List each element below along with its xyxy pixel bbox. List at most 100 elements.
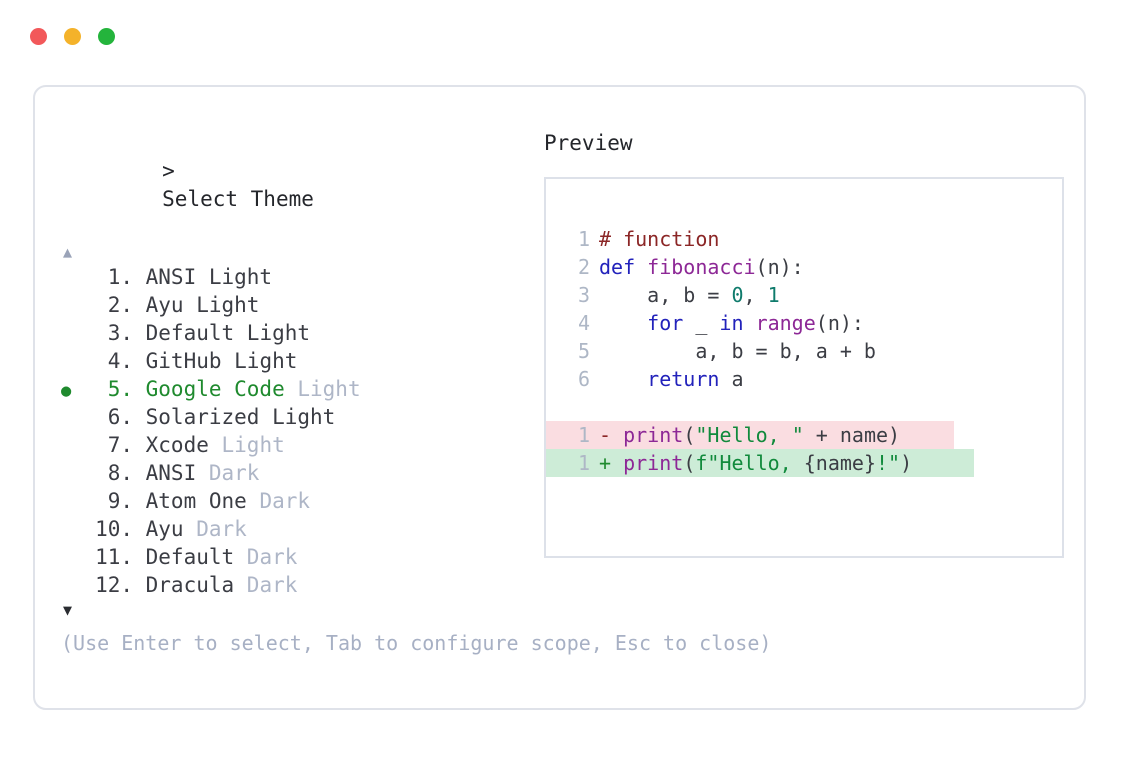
code-token: ( — [683, 451, 696, 475]
code-block: 1 # function 2 def fibonacci(n): 3 a, b = 0,… — [546, 225, 1062, 393]
theme-item-variant: Light — [208, 265, 273, 289]
diff-row-highlight — [546, 421, 954, 449]
prompt-caret-icon: > — [162, 159, 175, 183]
theme-item-name: Google Code — [133, 377, 298, 401]
code-token: in — [719, 311, 744, 335]
theme-item-index: 2. — [107, 293, 133, 317]
diff-line-text: + print(f"Hello, {name}!") — [599, 449, 912, 477]
bullet-placeholder — [61, 489, 87, 517]
code-token — [599, 311, 647, 335]
theme-item-variant: Light — [234, 349, 298, 373]
bullet-placeholder — [61, 545, 87, 573]
bullet-placeholder — [61, 573, 87, 601]
theme-picker-card: > Select Theme ▲ 1. ANSI Light 2. Ayu Li… — [33, 85, 1086, 710]
window-controls — [30, 28, 115, 45]
code-token: range — [755, 311, 816, 335]
theme-item-index: 8. — [107, 461, 133, 485]
theme-list-item[interactable]: 1. ANSI Light — [61, 263, 531, 291]
code-line: 4 for _ in range(n): — [546, 309, 1062, 337]
theme-item-variant: Light — [297, 377, 361, 401]
theme-item-name: GitHub — [133, 349, 235, 373]
close-button[interactable] — [30, 28, 47, 45]
code-token: a, b = — [599, 283, 732, 307]
theme-item-variant: Dark — [246, 545, 298, 569]
line-number: 3 — [577, 283, 590, 307]
theme-selector-panel: > Select Theme ▲ 1. ANSI Light 2. Ayu Li… — [61, 129, 531, 621]
line-number: 4 — [577, 311, 590, 335]
bullet-placeholder — [61, 405, 87, 433]
line-number: 2 — [577, 255, 590, 279]
theme-list-item[interactable]: 4. GitHub Light — [61, 347, 531, 375]
prompt-header: > Select Theme — [61, 129, 531, 241]
theme-list-item[interactable]: 6. Solarized Light — [61, 403, 531, 431]
theme-item-index: 1. — [107, 265, 133, 289]
diff-row-highlight — [546, 449, 974, 477]
theme-item-variant: Dark — [259, 489, 311, 513]
theme-item-name: ANSI — [133, 265, 209, 289]
diff-line-del: 1- print("Hello, " + name) — [546, 421, 1062, 449]
scroll-up-icon[interactable]: ▲ — [63, 243, 73, 261]
code-token: _ — [683, 311, 720, 335]
theme-item-name: ANSI — [133, 461, 209, 485]
line-number: 1 — [577, 423, 590, 447]
theme-item-variant: Light — [221, 433, 285, 457]
theme-list-item[interactable]: 2. Ayu Light — [61, 291, 531, 319]
code-token: (n): — [815, 311, 864, 335]
page-title: Select Theme — [162, 187, 314, 211]
theme-item-index: 4. — [107, 349, 133, 373]
code-token: # function — [599, 227, 720, 251]
theme-item-index: 9. — [107, 489, 133, 513]
diff-sign: + — [599, 451, 624, 475]
diff-line-add: 1 + print(f"Hello, {name}!") — [546, 449, 1062, 477]
code-token: 1 — [767, 283, 780, 307]
code-token: + name) — [803, 423, 901, 447]
code-line-text: a, b = b, a + b — [599, 337, 876, 365]
theme-item-variant: Dark — [208, 461, 260, 485]
bullet-placeholder — [61, 461, 87, 489]
maximize-button[interactable] — [98, 28, 115, 45]
theme-item-name: Ayu — [133, 293, 197, 317]
diff-sign: - — [599, 423, 624, 447]
code-token: (n): — [755, 255, 804, 279]
theme-list-item[interactable]: 11. Default Dark — [61, 543, 531, 571]
code-token: for — [647, 311, 684, 335]
code-token: "Hello, " — [695, 423, 804, 447]
code-token: fibonacci — [647, 255, 756, 279]
code-line-text: a, b = 0, 1 — [599, 281, 780, 309]
code-token: !" — [875, 451, 901, 475]
theme-item-name: Default — [133, 321, 247, 345]
theme-list-item[interactable]: 8. ANSI Dark — [61, 459, 531, 487]
diff-block: 1- print("Hello, " + name)1 + print(f"Hel… — [546, 421, 1062, 477]
theme-item-index: 3. — [107, 321, 133, 345]
minimize-button[interactable] — [64, 28, 81, 45]
line-number: 1 — [577, 451, 590, 475]
theme-list-item[interactable]: 10. Ayu Dark — [61, 515, 531, 543]
code-line-text: # function — [599, 225, 719, 253]
line-number: 1 — [577, 227, 590, 251]
scroll-down-icon[interactable]: ▼ — [63, 601, 73, 619]
theme-item-variant: Light — [272, 405, 336, 429]
line-number: 6 — [577, 367, 590, 391]
code-line: 6 return a — [546, 365, 1062, 393]
code-token: a — [719, 367, 744, 391]
code-line: 2 def fibonacci(n): — [546, 253, 1062, 281]
theme-item-variant: Dark — [196, 517, 247, 541]
preview-code-box: 1 # function 2 def fibonacci(n): 3 a, b = 0,… — [544, 177, 1064, 558]
code-line-text: def fibonacci(n): — [599, 253, 804, 281]
code-token: f"Hello, — [695, 451, 804, 475]
theme-list-item[interactable]: ●5. Google Code Light — [61, 375, 531, 403]
theme-item-name: Atom One — [133, 489, 260, 513]
code-spacer — [546, 393, 1062, 421]
bullet-placeholder — [61, 433, 87, 461]
theme-list-item[interactable]: 12. Dracula Dark — [61, 571, 531, 599]
code-token: a, b = b, a + b — [599, 339, 876, 363]
code-token: {name} — [803, 451, 876, 475]
theme-item-name: Default — [133, 545, 247, 569]
theme-list-item[interactable]: 7. Xcode Light — [61, 431, 531, 459]
theme-item-index: 5. — [107, 377, 133, 401]
bullet-placeholder — [61, 321, 87, 349]
theme-list-item[interactable]: 9. Atom One Dark — [61, 487, 531, 515]
theme-list-item[interactable]: 3. Default Light — [61, 319, 531, 347]
code-token: 0 — [731, 283, 744, 307]
